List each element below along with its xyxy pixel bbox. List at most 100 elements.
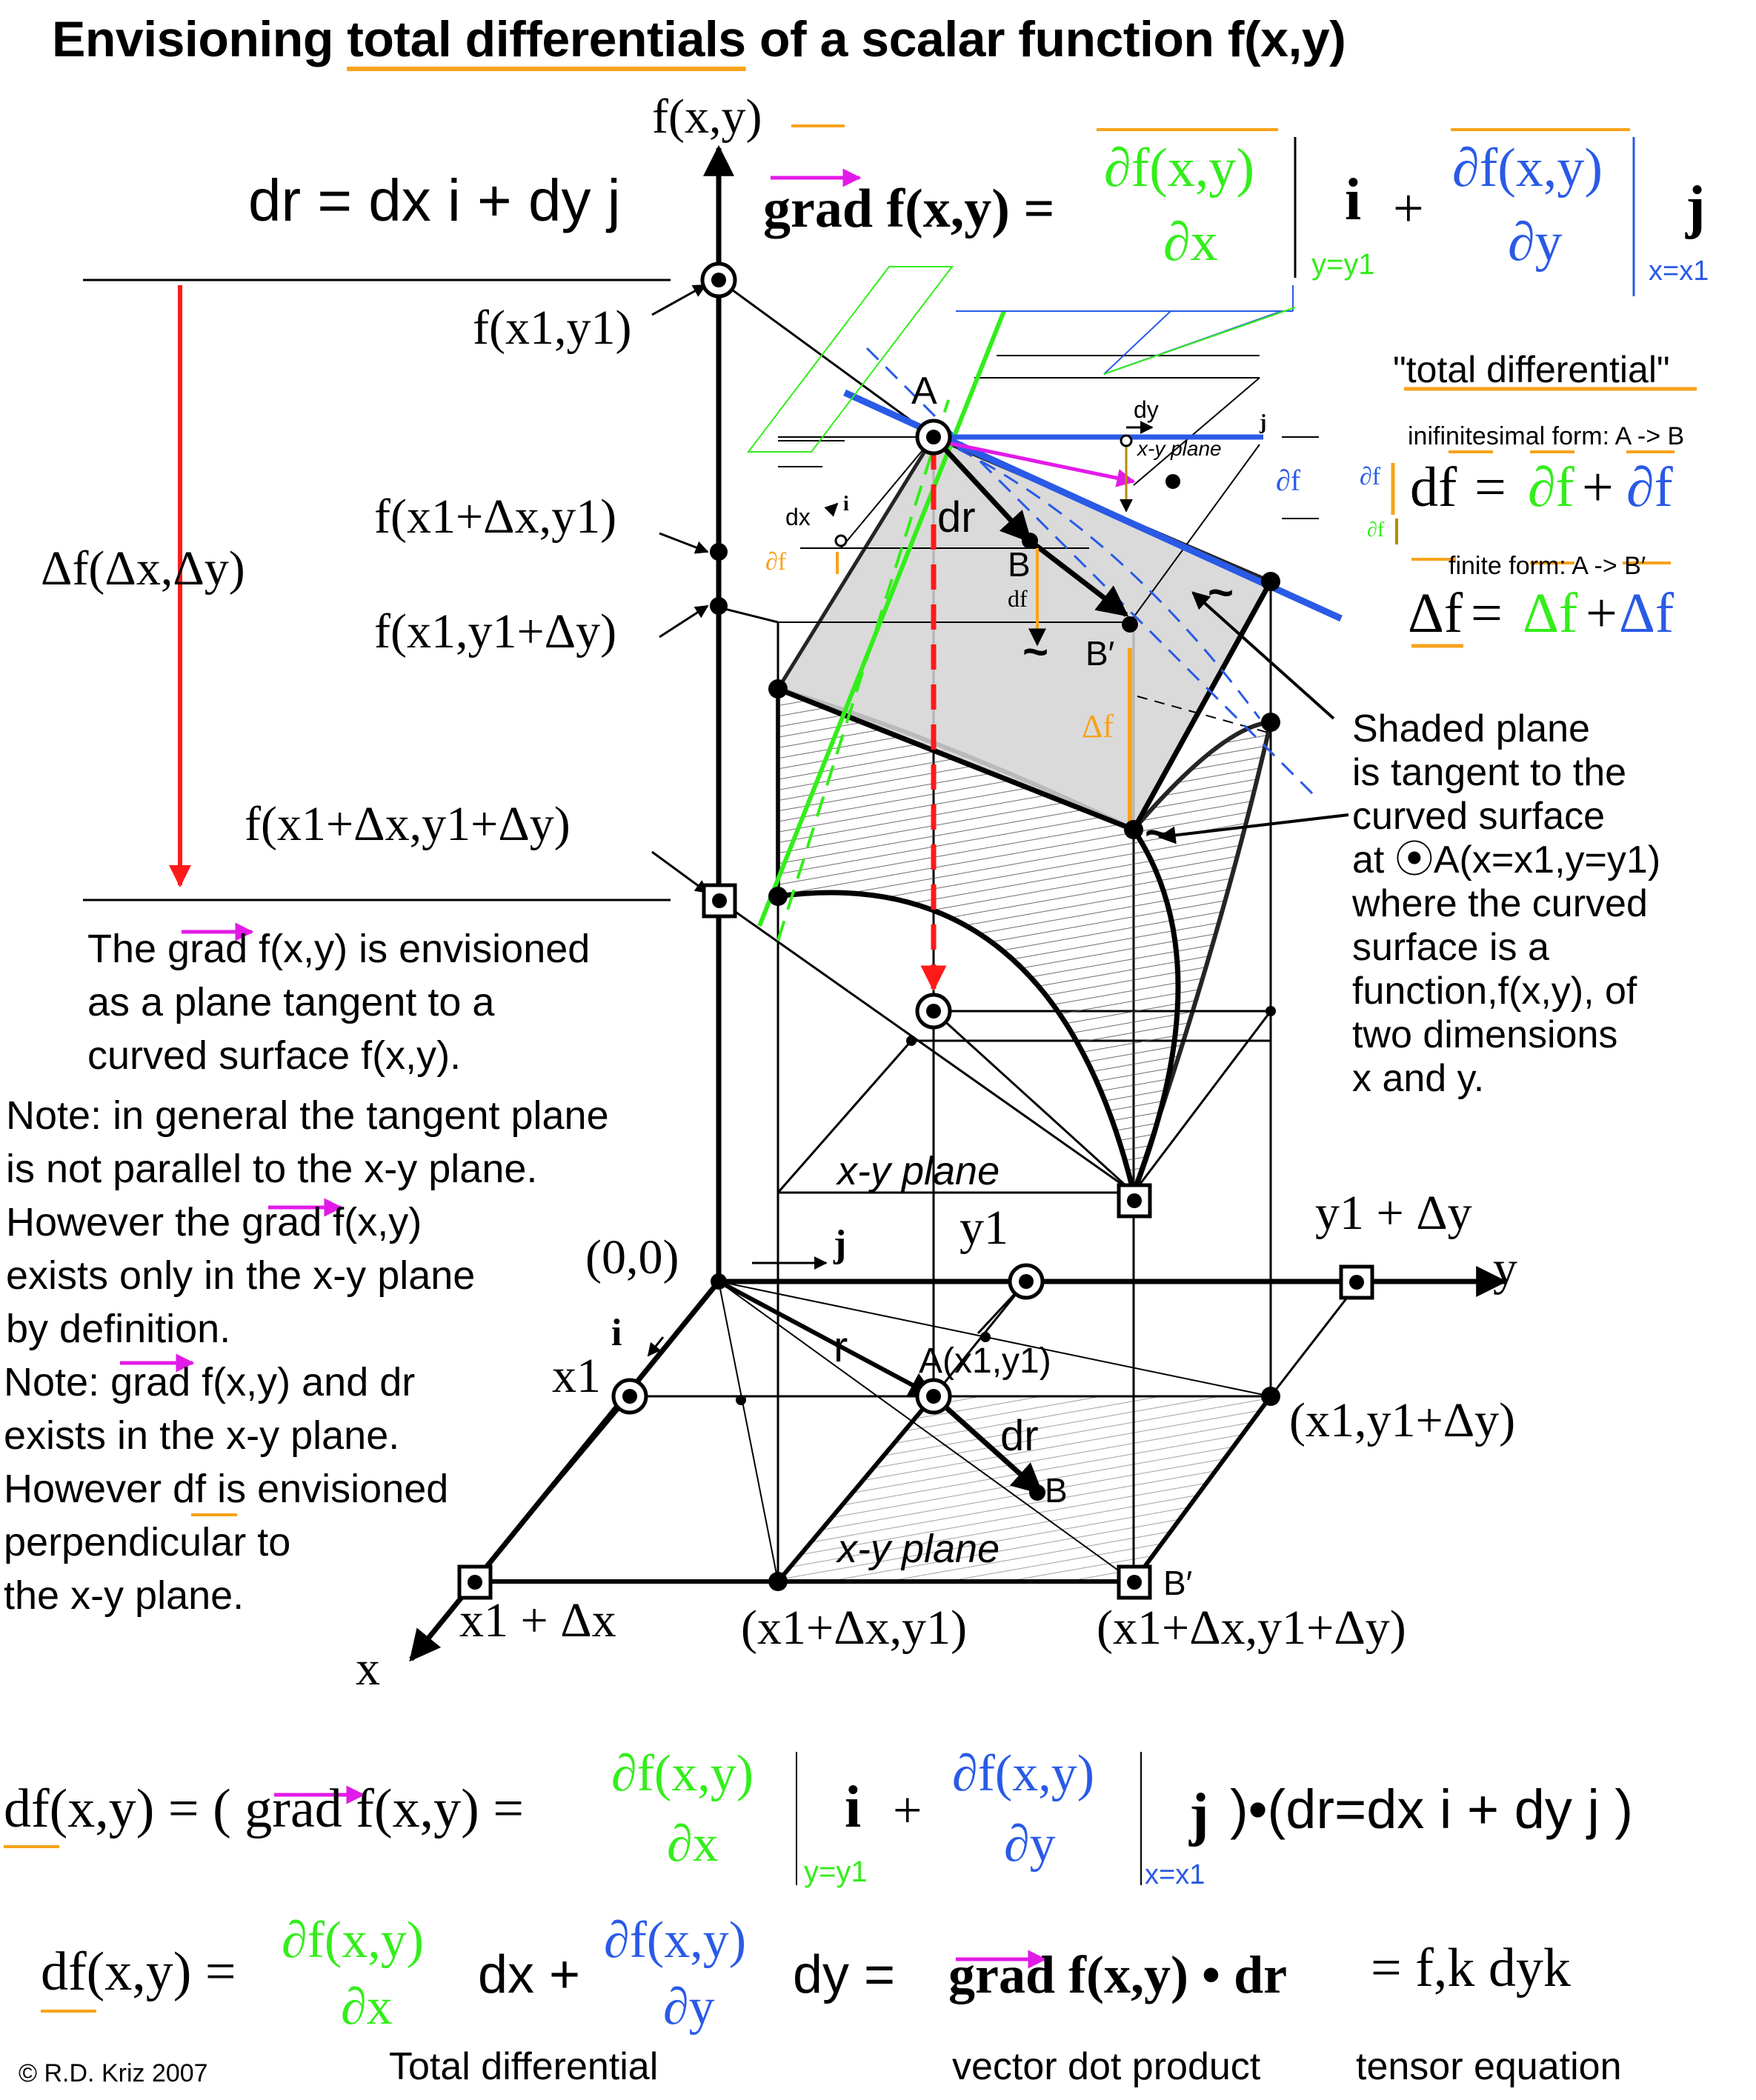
eq2-lhs: df(x,y) =: [41, 1941, 236, 2002]
eq1-cond-y: y=y1: [804, 1856, 868, 1888]
total-diff-fin-label: finite form: A -> B′: [1449, 552, 1646, 580]
xy-plane-mid: x-y plane: [837, 1149, 1000, 1193]
tilde-1: ~: [1022, 627, 1049, 676]
ground-x1dxy1: (x1+Δx,y1): [741, 1601, 968, 1655]
shaded-note: Shaded plane is tangent to the curved su…: [1352, 707, 1661, 1100]
eq1-dy: ∂y: [1004, 1816, 1056, 1873]
note-2: Note: grad f(x,y) and dr exists in the x…: [4, 1360, 449, 1618]
grad-eq-lhs: grad f(x,y) =: [763, 179, 1055, 239]
grad-eq-cond-x: x=x1: [1649, 256, 1709, 287]
label-r: r: [834, 1323, 848, 1371]
point-Bp: B′: [1085, 634, 1115, 673]
ground-x1: x1: [552, 1349, 601, 1403]
label-dr-lower: dr: [1000, 1412, 1039, 1460]
eq1-dfx: ∂f(x,y): [611, 1745, 754, 1802]
label-delta-f: Δf(Δx,Δy): [41, 541, 245, 596]
eq2-dx-term: dx +: [478, 1945, 581, 2004]
eq1-tail: )•(dr=dx i + dy j ): [1230, 1779, 1634, 1840]
total-diff-inf-rhs1: ∂f: [1528, 456, 1574, 519]
green-dashed-tangent: [776, 399, 950, 941]
total-diff-inf-label: inifinitesimal form: A -> B: [1408, 422, 1685, 450]
xy-plane-ground: x-y plane: [837, 1527, 1000, 1571]
y-axis-label: y: [1493, 1241, 1517, 1296]
footer-total: Total differential: [389, 2045, 659, 2088]
total-diff-fin-plus: +: [1586, 582, 1617, 644]
total-diff-inf-lhs: df: [1410, 456, 1457, 519]
eq1-dx: ∂x: [667, 1816, 719, 1873]
eq1-cond-x: x=x1: [1145, 1859, 1205, 1890]
total-diff-inf-rhs2: ∂f: [1626, 456, 1673, 519]
ground-i: i: [611, 1312, 622, 1354]
eq2-dx: ∂x: [341, 1979, 393, 2036]
grad-eq-dfy: ∂f(x,y): [1452, 138, 1603, 199]
grad-eq-dfx: ∂f(x,y): [1104, 138, 1254, 199]
x-axis-label: x: [356, 1641, 380, 1696]
point-B: B: [1008, 545, 1031, 584]
grad-note: The grad f(x,y) is envisioned as a plane…: [87, 927, 591, 1078]
label-i-small: i: [843, 493, 849, 516]
point-A: A: [911, 370, 937, 413]
label-f3: f(x1,y1+Δy): [374, 604, 617, 659]
point-A-plane: A(x1,y1): [919, 1341, 1051, 1381]
eq2-dy: ∂y: [663, 1979, 715, 2036]
dr-arrow-continue: [1028, 539, 1129, 617]
ground-j: j: [834, 1223, 847, 1265]
squared-points: [457, 883, 1374, 1600]
total-diff-inf-eq: =: [1474, 456, 1506, 519]
label-df: df: [1008, 585, 1028, 612]
grad-eq-dy: ∂y: [1508, 212, 1563, 273]
eq2-dy-term: dy =: [793, 1945, 896, 2004]
point-B-plane: B: [1045, 1471, 1068, 1510]
grad-eq-plus: +: [1393, 179, 1424, 239]
total-diff-heading: "total differential": [1393, 349, 1670, 390]
label-df-orange: ∂f: [765, 548, 787, 576]
ground-x1dxy1dy: (x1+Δx,y1+Δy): [1097, 1601, 1406, 1655]
label-dy: dy: [1134, 396, 1159, 423]
copyright: © R.D. Kriz 2007: [19, 2059, 208, 2087]
total-diff-side1: ∂f: [1360, 463, 1381, 490]
label-dr-upper: dr: [937, 493, 976, 541]
dr-arrow-upper: [935, 439, 1032, 544]
footer-dot: vector dot product: [952, 2045, 1261, 2088]
ground-x1y1dy: (x1,y1+Δy): [1289, 1393, 1516, 1447]
total-diff-inf-plus: +: [1582, 456, 1614, 519]
grad-eq-cond-y: y=y1: [1311, 248, 1375, 281]
title-pre: Envisioning: [52, 11, 347, 67]
eq1-j: j: [1189, 1782, 1209, 1847]
label-f2: f(x1+Δx,y1): [374, 490, 617, 544]
eq1-lhs: df(x,y) = ( grad f(x,y) =: [4, 1779, 524, 1839]
xy-plane-small: x-y plane: [1137, 437, 1222, 460]
label-dx: dx: [785, 504, 811, 530]
green-tangent-line: [757, 310, 1006, 927]
eq1-dfy: ∂f(x,y): [952, 1745, 1095, 1802]
point-Bp-plane: B′: [1163, 1564, 1193, 1602]
eq2-grad: grad f(x,y) • dr: [948, 1945, 1288, 2004]
origin-label: (0,0): [585, 1230, 679, 1284]
tilde-2: ~: [1208, 567, 1234, 617]
label-delta-f-small: Δf: [1082, 708, 1114, 744]
total-diff-fin-eq: =: [1471, 582, 1503, 644]
label-j-small: j: [1260, 411, 1267, 434]
tilde-3: ~: [1145, 808, 1171, 858]
total-diff-fin-lhs: Δf: [1408, 582, 1463, 644]
magenta-arrow: [937, 439, 1136, 487]
footer-tensor: tensor equation: [1356, 2045, 1622, 2088]
label-f4: f(x1+Δx,y1+Δy): [245, 797, 571, 851]
grad-eq-j: j: [1686, 175, 1706, 240]
ground-y1: y1: [960, 1201, 1008, 1255]
title-underlined: total differentials: [347, 11, 746, 67]
total-diff-side2: ∂f: [1367, 519, 1385, 541]
total-diff-fin-rhs2: Δf: [1619, 582, 1674, 644]
eq1-i: i: [845, 1775, 862, 1840]
note-1: Note: in general the tangent plane is no…: [6, 1093, 609, 1351]
eq2-tensor: = f,k dyk: [1371, 1938, 1571, 1999]
label-f1: f(x1,y1): [473, 301, 632, 355]
dr-equation: dr = dx i + dy j: [248, 167, 621, 233]
label-df-blue: ∂f: [1276, 464, 1301, 497]
ground-x1dx: x1 + Δx: [459, 1593, 616, 1647]
title-post: of a scalar function f(x,y): [745, 11, 1346, 67]
f-axis-label: f(x,y): [652, 90, 762, 144]
grad-eq-dx: ∂x: [1163, 212, 1218, 273]
eq2-dfy: ∂f(x,y): [604, 1912, 747, 1969]
